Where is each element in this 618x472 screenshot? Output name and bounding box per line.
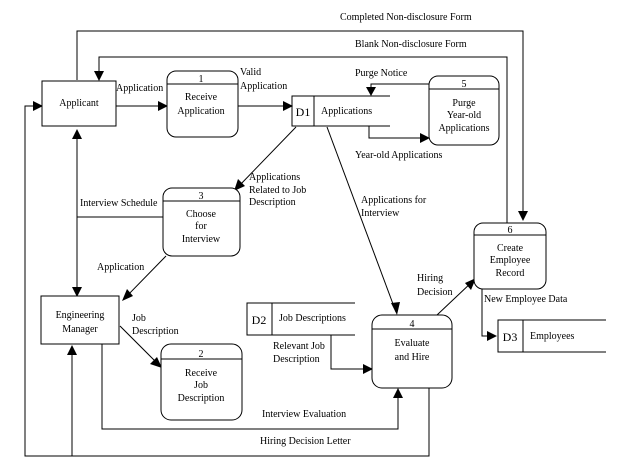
label-valid-application-2: Application xyxy=(240,81,287,92)
flow-relevant-job-description xyxy=(330,335,370,370)
process-5-line-2: Year-old xyxy=(447,110,481,121)
process-3-line-1: Choose xyxy=(186,209,217,220)
label-relevant-job-description-2: Description xyxy=(273,354,320,365)
data-store-d2-name: Job Descriptions xyxy=(279,313,346,324)
arrowhead xyxy=(391,302,400,315)
label-blank-nda: Blank Non-disclosure Form xyxy=(355,39,467,50)
label-job-description-2: Description xyxy=(132,326,179,337)
process-3-number: 3 xyxy=(199,191,204,202)
arrowhead xyxy=(33,101,43,111)
entity-applicant-label: Applicant xyxy=(59,98,99,109)
process-2-line-2: Job xyxy=(194,380,208,391)
process-1-number: 1 xyxy=(199,74,204,85)
label-relevant-job-description-1: Relevant Job xyxy=(273,341,325,352)
process-6-number: 6 xyxy=(508,225,513,236)
arrowhead xyxy=(150,357,162,368)
process-1[interactable]: 1 Receive Application xyxy=(166,70,239,138)
process-2-line-1: Receive xyxy=(185,368,218,379)
label-completed-nda: Completed Non-disclosure Form xyxy=(340,12,472,23)
process-4-number: 4 xyxy=(410,319,415,330)
process-5[interactable]: 5 Purge Year-old Applications xyxy=(428,75,500,146)
data-store-d2-id: D2 xyxy=(252,313,267,327)
label-apps-related-2: Related to Job xyxy=(249,185,306,196)
label-hiring-decision-letter: Hiring Decision Letter xyxy=(260,436,351,447)
label-job-description-1: Job xyxy=(132,313,146,324)
label-new-employee-data: New Employee Data xyxy=(484,294,568,305)
flow-purge-notice xyxy=(370,83,429,94)
entity-engineering-manager-label-1: Engineering xyxy=(56,310,105,321)
data-store-d1-name: Applications xyxy=(321,106,372,117)
label-valid-application-1: Valid xyxy=(240,67,261,78)
flow-blank-nda xyxy=(98,56,508,223)
process-6-line-2: Employee xyxy=(490,255,531,266)
label-interview-evaluation: Interview Evaluation xyxy=(262,409,346,420)
process-2[interactable]: 2 Receive Job Description xyxy=(160,343,243,421)
process-6-line-3: Record xyxy=(496,268,525,279)
label-purge-notice: Purge Notice xyxy=(355,68,408,79)
arrowhead xyxy=(94,71,104,81)
data-store-d3-name: Employees xyxy=(530,331,575,342)
arrowhead xyxy=(518,211,528,221)
arrowhead xyxy=(158,101,168,111)
entity-engineering-manager[interactable]: Engineering Manager xyxy=(40,295,120,345)
data-store-d3[interactable]: D3 Employees xyxy=(497,319,606,353)
flow-job-description xyxy=(119,325,161,367)
label-application-2: Application xyxy=(97,262,144,273)
arrowhead xyxy=(393,388,403,398)
process-5-line-3: Applications xyxy=(438,123,489,134)
arrowhead xyxy=(487,331,497,341)
data-store-d3-id: D3 xyxy=(503,330,518,344)
arrowhead xyxy=(72,287,82,297)
flow-hiring-decision xyxy=(436,280,474,316)
entity-applicant[interactable]: Applicant xyxy=(41,80,117,127)
process-3[interactable]: 3 Choose for Interview xyxy=(162,187,241,257)
flow-completed-nda xyxy=(76,30,524,219)
data-store-d1[interactable]: D1 Applications xyxy=(291,95,390,127)
process-2-line-3: Description xyxy=(178,393,225,404)
process-4[interactable]: 4 Evaluate and Hire xyxy=(371,314,453,389)
label-interview-schedule: Interview Schedule xyxy=(80,198,158,209)
process-3-line-2: for xyxy=(195,221,207,232)
process-4-line-2: and Hire xyxy=(395,352,430,363)
arrowhead xyxy=(72,129,82,139)
process-5-line-1: Purge xyxy=(452,98,476,109)
flow-interview-evaluation xyxy=(101,344,399,430)
process-1-line-1: Receive xyxy=(185,92,218,103)
label-apps-for-interview-2: Interview xyxy=(361,208,400,219)
process-2-number: 2 xyxy=(199,349,204,360)
arrowhead xyxy=(234,179,245,191)
entity-engineering-manager-label-2: Manager xyxy=(62,324,98,335)
arrowhead xyxy=(283,101,293,111)
label-apps-related-1: Applications xyxy=(249,172,300,183)
data-store-d1-id: D1 xyxy=(296,105,311,119)
arrowhead xyxy=(122,289,133,301)
process-3-line-3: Interview xyxy=(182,234,221,245)
label-application-1: Application xyxy=(116,83,163,94)
flow-apps-related xyxy=(237,126,297,188)
label-hiring-decision-1: Hiring xyxy=(417,273,443,284)
process-1-line-2: Application xyxy=(177,106,224,117)
arrowhead xyxy=(366,87,376,96)
process-6[interactable]: 6 Create Employee Record xyxy=(473,222,547,290)
process-5-number: 5 xyxy=(462,79,467,90)
flow-hiring-decision-letter xyxy=(24,105,430,457)
label-hiring-decision-2: Decision xyxy=(417,287,453,298)
label-apps-for-interview-1: Applications for xyxy=(361,195,427,206)
process-6-line-1: Create xyxy=(497,243,524,254)
data-store-d2[interactable]: D2 Job Descriptions xyxy=(246,302,355,336)
label-apps-related-3: Description xyxy=(249,197,296,208)
arrowhead xyxy=(67,345,77,355)
process-4-line-1: Evaluate xyxy=(395,338,431,349)
arrowhead xyxy=(465,278,476,290)
arrowhead xyxy=(363,364,373,374)
flow-year-old-applications xyxy=(368,126,428,139)
label-year-old-applications: Year-old Applications xyxy=(355,150,442,161)
flow-apps-for-interview xyxy=(326,126,397,313)
arrowhead xyxy=(420,133,430,143)
flow-application-2 xyxy=(124,255,167,299)
